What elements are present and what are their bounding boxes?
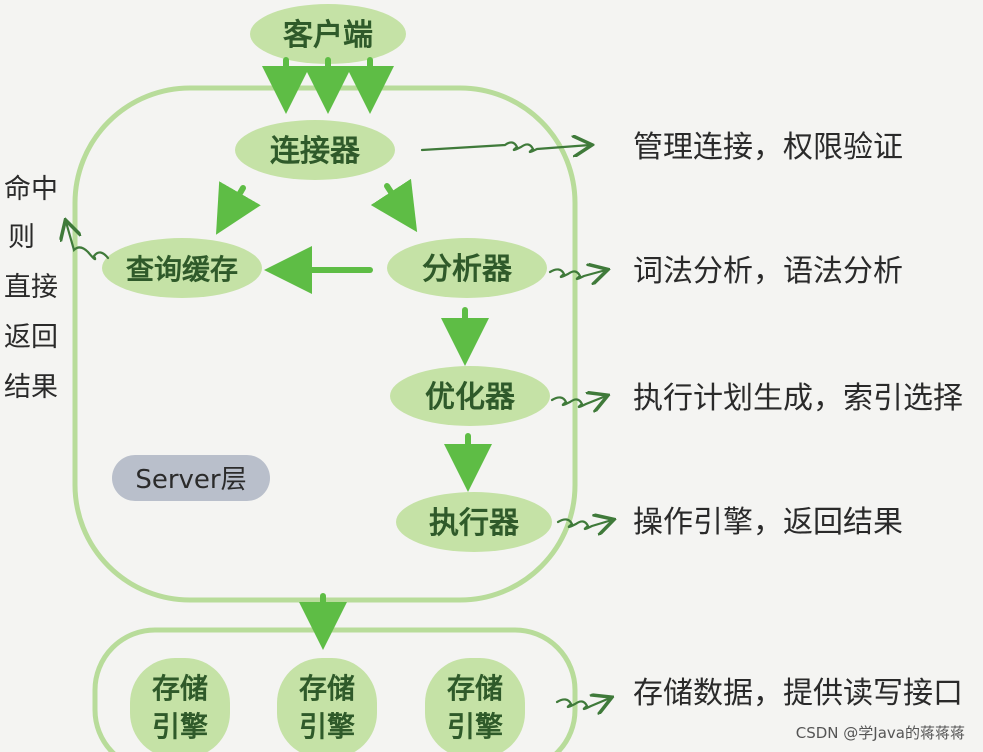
connector-annotation: 管理连接，权限验证 <box>633 130 903 165</box>
storage-engine-line2: 引擎 <box>152 710 208 743</box>
storage-engine-line1: 存储 <box>299 672 355 705</box>
side-note-line: 直接 <box>4 272 58 303</box>
side-note-line: 返回 <box>4 322 58 353</box>
executor-label: 执行器 <box>429 506 520 541</box>
storage-annotation: 存储数据，提供读写接口 <box>633 676 963 711</box>
optimizer-annotation: 执行计划生成，索引选择 <box>633 381 963 416</box>
optimizer-node: 优化器 <box>390 366 550 426</box>
client-node: 客户端 <box>250 4 406 64</box>
analyzer-node: 分析器 <box>387 238 547 298</box>
optimizer-label: 优化器 <box>425 380 516 415</box>
storage-engine-node: 存储 引擎 <box>130 658 230 752</box>
connector-label: 连接器 <box>270 134 361 169</box>
annotation-connectors <box>66 142 612 709</box>
server-layer-badge: Server层 <box>112 455 270 501</box>
client-label: 客户端 <box>283 18 373 53</box>
server-layer-label: Server层 <box>135 465 246 495</box>
analyzer-annotation: 词法分析，语法分析 <box>633 254 903 289</box>
side-note-line: 则 <box>8 222 35 253</box>
storage-engine-node: 存储 引擎 <box>277 658 377 752</box>
storage-engine-node: 存储 引擎 <box>425 658 525 752</box>
storage-engine-line1: 存储 <box>152 672 208 705</box>
storage-engine-line2: 引擎 <box>447 710 503 743</box>
side-note-line: 结果 <box>4 372 58 403</box>
query-cache-label: 查询缓存 <box>126 253 238 286</box>
storage-engine-line2: 引擎 <box>299 710 355 743</box>
query-cache-node: 查询缓存 <box>102 238 262 298</box>
side-note-line: 命中 <box>4 174 58 205</box>
storage-engine-line1: 存储 <box>447 672 503 705</box>
executor-node: 执行器 <box>396 492 552 552</box>
connector-node: 连接器 <box>235 120 395 180</box>
client-to-connector-arrows <box>262 57 394 114</box>
cache-hit-note: 命中 则 直接 返回 结果 <box>4 174 58 403</box>
analyzer-label: 分析器 <box>422 252 513 287</box>
connector-branch-arrows <box>216 178 418 235</box>
watermark: CSDN @学Java的蒋蒋蒋 <box>796 724 965 742</box>
executor-annotation: 操作引擎，返回结果 <box>633 505 903 540</box>
